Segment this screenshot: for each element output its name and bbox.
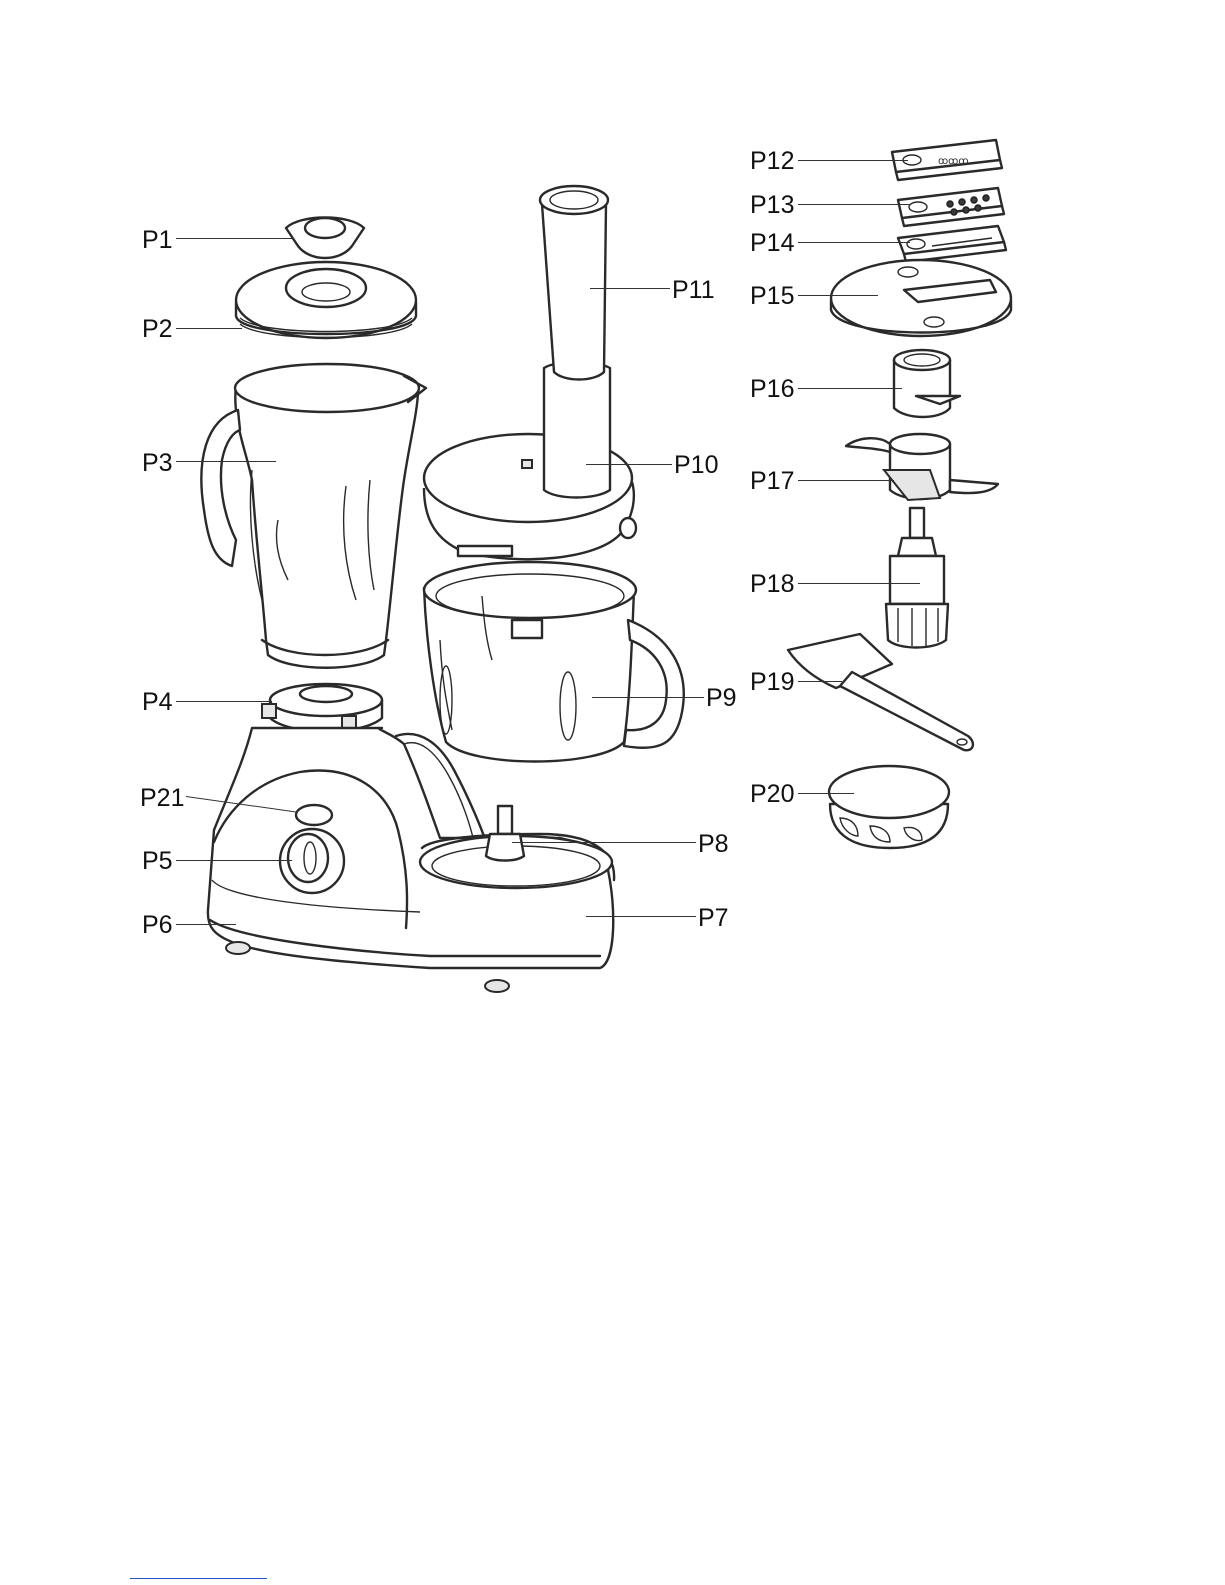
label-p6: P6 xyxy=(142,913,173,938)
blade-shaft-drawing xyxy=(886,508,948,648)
leader-p1 xyxy=(176,238,294,239)
label-p16: P16 xyxy=(750,377,794,402)
leader-p10 xyxy=(586,464,672,465)
leader-p16 xyxy=(798,388,902,389)
leader-p5 xyxy=(176,860,292,861)
label-p8: P8 xyxy=(698,832,729,857)
drive-coupling-drawing xyxy=(262,684,382,732)
jug-lid-drawing xyxy=(236,262,416,338)
processor-bowl-drawing xyxy=(424,562,684,762)
leader-p9 xyxy=(592,697,704,698)
label-p12: P12 xyxy=(750,149,794,174)
label-p10: P10 xyxy=(674,453,718,478)
leader-p18 xyxy=(798,583,920,584)
leader-p3 xyxy=(176,461,276,462)
blender-jug-drawing xyxy=(201,364,426,668)
leader-p11 xyxy=(590,288,670,289)
processor-lid-drawing xyxy=(424,362,636,559)
leader-p14 xyxy=(798,242,910,243)
leader-p6 xyxy=(176,924,236,925)
label-p3: P3 xyxy=(142,451,173,476)
leader-p19 xyxy=(798,681,842,682)
fine-grating-plate-drawing: ꝏꝏꝏ xyxy=(892,140,1002,180)
coarse-grating-plate-drawing xyxy=(898,188,1004,226)
leader-p4 xyxy=(176,701,272,702)
label-p19: P19 xyxy=(750,670,794,695)
label-p11: P11 xyxy=(672,278,715,303)
label-p20: P20 xyxy=(750,782,794,807)
slicing-plate-drawing xyxy=(898,226,1006,262)
leader-p15 xyxy=(798,295,878,296)
chopping-blade-drawing xyxy=(846,434,998,500)
food-pusher-drawing xyxy=(540,186,608,380)
label-p9: P9 xyxy=(706,686,737,711)
label-p4: P4 xyxy=(142,690,173,715)
measuring-cap-drawing xyxy=(286,218,364,259)
label-p5: P5 xyxy=(142,849,173,874)
drive-spindle-drawing xyxy=(486,806,524,861)
label-p1: P1 xyxy=(142,228,173,253)
dust-cover-drawing xyxy=(829,766,949,848)
spatula-drawing xyxy=(788,634,973,750)
label-p13: P13 xyxy=(750,193,794,218)
leader-p7 xyxy=(586,916,696,917)
label-p18: P18 xyxy=(750,572,794,597)
svg-text:ꝏꝏꝏ: ꝏꝏꝏ xyxy=(938,156,969,167)
label-p14: P14 xyxy=(750,231,794,256)
leader-p12 xyxy=(798,160,908,161)
leader-p13 xyxy=(798,204,910,205)
leader-p20 xyxy=(798,793,854,794)
leader-p17 xyxy=(798,480,894,481)
footnote-rule xyxy=(130,1578,267,1579)
pulse-button-drawing xyxy=(296,805,332,825)
speed-dial-drawing xyxy=(280,829,344,893)
label-p15: P15 xyxy=(750,284,794,309)
shredding-shaft-drawing xyxy=(894,350,960,417)
disc-holder-drawing xyxy=(831,260,1011,336)
label-p2: P2 xyxy=(142,317,173,342)
leader-p8 xyxy=(512,842,696,843)
label-p7: P7 xyxy=(698,906,729,931)
label-p21: P21 xyxy=(140,786,184,811)
leader-p2 xyxy=(176,328,242,329)
label-p17: P17 xyxy=(750,469,794,494)
